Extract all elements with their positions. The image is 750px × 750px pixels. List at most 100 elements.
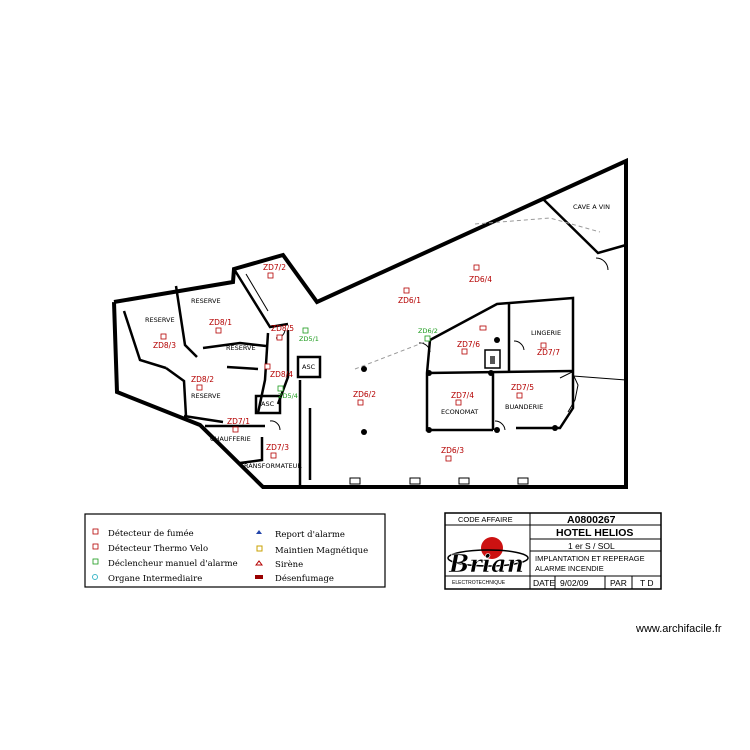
- column: [494, 427, 500, 433]
- date: 9/02/09: [560, 578, 589, 588]
- room-reserve: RESERVE: [145, 316, 175, 324]
- zone-label: ZD5/4: [278, 392, 298, 400]
- smoke-detector-icon: [215, 327, 222, 334]
- column: [494, 337, 500, 343]
- thermal-detector-icon: [92, 543, 99, 550]
- columns: [349, 337, 558, 485]
- zone-label: ZD6/2: [418, 327, 438, 335]
- smoke-detector-icon: [461, 348, 468, 355]
- room-labels: CAVE A VIN RESERVE RESERVE RESERVE RESER…: [145, 203, 610, 470]
- logo-text: Brian: [448, 549, 524, 578]
- legend-organ: Organe Intermediaire: [108, 574, 202, 584]
- description-line-2: ALARME INCENDIE: [535, 564, 604, 573]
- zone-label: ZD7/2: [263, 263, 286, 272]
- room-asc: ASC: [261, 400, 275, 408]
- zone-label: ZD7/5: [511, 383, 534, 392]
- smoke-detector-icon: [276, 334, 283, 341]
- smoke-detector-icon: [357, 399, 364, 406]
- outer-walls: [112, 157, 628, 489]
- detection-zones: ZD7/2 ZD6/4 ZD6/1 ZD8/1 ZD8/3 ZD8/5 ZD5/…: [153, 263, 560, 462]
- smoke-detector-icon: [232, 426, 239, 433]
- window: [349, 477, 361, 485]
- date-label: DATE: [533, 578, 555, 588]
- legend-smoke-detector: Détecteur de fumée: [108, 528, 194, 539]
- legend-alarm-report: Report d'alarme: [275, 530, 345, 540]
- smoke-detector-icon: [403, 287, 410, 294]
- level: 1 er S / SOL: [568, 541, 615, 551]
- zone-label: ZD7/3: [266, 443, 289, 452]
- desenfumage-icon: [479, 325, 487, 331]
- zone-label: ZD8/1: [209, 318, 232, 327]
- smoke-detector-icon: [540, 342, 547, 349]
- zone-label: ZD6/4: [469, 275, 492, 284]
- logo-subtext: ELECTROTECHNIQUE: [452, 580, 506, 586]
- manual-call-point-icon: [92, 558, 99, 565]
- siren-icon: [255, 560, 263, 566]
- equipment-box: [490, 356, 495, 364]
- smoke-detector-icon: [196, 384, 203, 391]
- zone-label: ZD8/3: [153, 341, 176, 350]
- description-line-1: IMPLANTATION ET REPERAGE: [535, 554, 645, 563]
- alarm-report-icon: [256, 530, 262, 534]
- zone-label: ZD7/6: [457, 340, 480, 349]
- title-block: CODE AFFAIRE A0800267 HOTEL HELIOS 1 er …: [444, 512, 662, 590]
- column: [426, 370, 432, 376]
- smoke-detector-icon: [267, 272, 274, 279]
- legend-thermal-detector: Détecteur Thermo Velo: [108, 543, 208, 554]
- zone-label: ZD6/1: [398, 296, 421, 305]
- column: [552, 425, 558, 431]
- zone-label: ZD5/1: [299, 335, 319, 343]
- zone-label: ZD7/7: [537, 348, 560, 357]
- legend: Détecteur de fumée Détecteur Thermo Velo…: [84, 513, 386, 588]
- manual-call-point-icon: [277, 385, 284, 392]
- manual-call-point-icon: [424, 335, 431, 342]
- room-chaufferie: CHAUFFERIE: [210, 435, 251, 443]
- project-name: HOTEL HELIOS: [556, 527, 633, 539]
- smoke-detector-icon: [270, 452, 277, 459]
- zone-label: ZD7/4: [451, 391, 474, 400]
- room-reserve: RESERVE: [191, 297, 221, 305]
- code-affaire: A0800267: [567, 514, 616, 526]
- code-affaire-label: CODE AFFAIRE: [458, 515, 513, 524]
- room-reserve: RESERVE: [191, 392, 221, 400]
- smoke-detector-icon: [160, 333, 167, 340]
- column: [361, 429, 367, 435]
- room-asc: ASC: [302, 363, 316, 371]
- window: [409, 477, 421, 485]
- smoke-detector-icon: [264, 363, 271, 370]
- legend-magnetic-hold: Maintien Magnétique: [275, 545, 368, 556]
- room-transformateur: TRANSFORMATEUR: [239, 462, 302, 470]
- zone-label: ZD8/5: [271, 324, 294, 333]
- room-cave-a-vin: CAVE A VIN: [573, 203, 610, 211]
- zone-label: ZD6/3: [441, 446, 464, 455]
- smoke-detector-icon: [92, 528, 99, 535]
- smoke-detector-icon: [455, 399, 462, 406]
- par-label: PAR: [610, 578, 627, 588]
- organ-icon: [92, 574, 98, 580]
- column: [488, 370, 494, 376]
- zone-label: ZD8/4: [270, 370, 293, 379]
- brian-logo: Brian ELECTROTECHNIQUE: [447, 537, 529, 586]
- room-buanderie: BUANDERIE: [505, 403, 543, 411]
- legend-siren: Sirène: [275, 559, 303, 570]
- zone-label: ZD6/2: [353, 390, 376, 399]
- window: [458, 477, 470, 485]
- window: [517, 477, 529, 485]
- smoke-detector-icon: [473, 264, 480, 271]
- column: [361, 366, 367, 372]
- room-reserve: RESERVE: [226, 344, 256, 352]
- room-lingerie: LINGERIE: [531, 329, 561, 337]
- room-economat: ECONOMAT: [441, 408, 478, 416]
- legend-manual-call-point: Déclencheur manuel d'alarme: [108, 558, 238, 569]
- equipment-box: [484, 349, 501, 369]
- par: T D: [640, 578, 654, 588]
- manual-call-point-icon: [302, 327, 309, 334]
- zone-label: ZD8/2: [191, 375, 214, 384]
- magnetic-hold-icon: [256, 545, 263, 552]
- zone-label: ZD7/1: [227, 417, 250, 426]
- smoke-detector-icon: [445, 455, 452, 462]
- interior-walls: [122, 198, 627, 485]
- column: [426, 427, 432, 433]
- legend-smoke-extraction: Désenfumage: [275, 573, 334, 584]
